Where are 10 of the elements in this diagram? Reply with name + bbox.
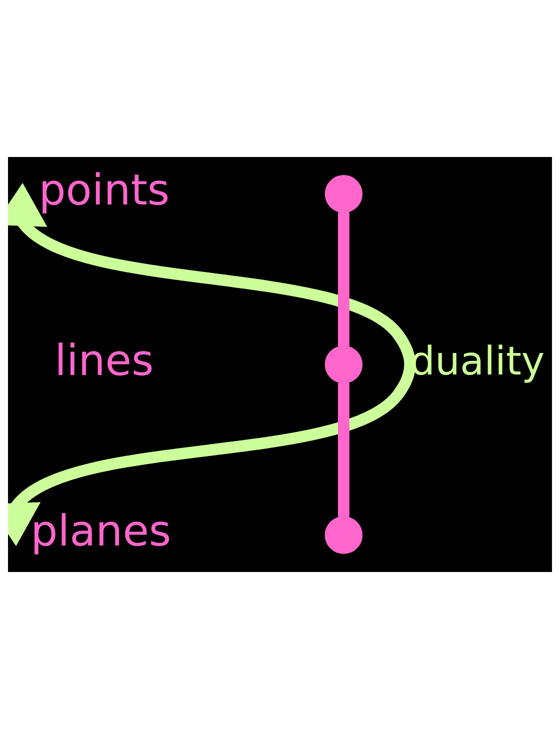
connector [338,212,350,346]
connector [338,382,350,517]
node-text: planes [30,506,172,556]
node-circle [324,175,363,213]
arrow [8,182,416,546]
node-text: lines [54,336,154,386]
node-circle [324,516,363,554]
node-circle [324,346,363,384]
edge-label: duality [410,338,545,385]
node-text: points [38,165,170,216]
